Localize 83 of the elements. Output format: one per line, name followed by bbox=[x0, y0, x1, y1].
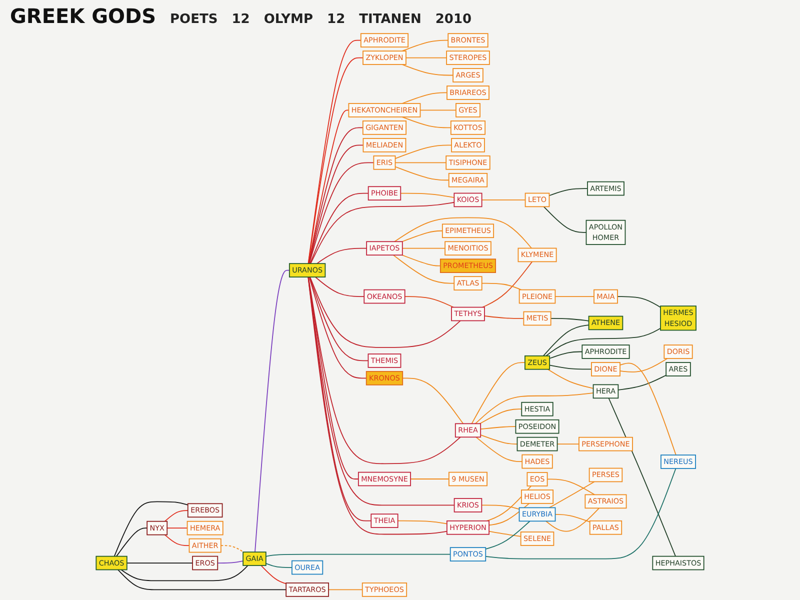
connector bbox=[550, 318, 590, 322]
connector bbox=[308, 276, 455, 506]
connector bbox=[545, 508, 600, 532]
connector bbox=[480, 426, 516, 430]
connector bbox=[164, 510, 188, 522]
label-text: OLYMP bbox=[264, 12, 314, 27]
connector bbox=[482, 261, 533, 308]
connector bbox=[310, 276, 461, 348]
connector bbox=[394, 217, 532, 249]
connector bbox=[118, 569, 287, 590]
connector bbox=[402, 230, 443, 242]
connector bbox=[485, 520, 530, 550]
connector bbox=[394, 166, 450, 181]
connector bbox=[548, 481, 595, 508]
connector bbox=[402, 40, 449, 52]
connector bbox=[620, 358, 668, 372]
connector bbox=[308, 276, 448, 535]
connector bbox=[392, 254, 455, 284]
connector bbox=[549, 351, 583, 359]
connector bbox=[554, 296, 594, 297]
connector bbox=[116, 528, 148, 557]
connector bbox=[114, 501, 188, 557]
connector bbox=[617, 296, 661, 308]
connector bbox=[328, 589, 363, 590]
connector bbox=[316, 248, 368, 264]
connector bbox=[265, 562, 292, 568]
connector bbox=[481, 504, 520, 510]
connector bbox=[474, 392, 594, 424]
connector bbox=[394, 144, 452, 159]
connector bbox=[402, 64, 454, 76]
connector bbox=[548, 188, 588, 196]
connector bbox=[402, 378, 464, 424]
connector bbox=[400, 192, 455, 198]
connector bbox=[546, 328, 661, 356]
label-text: 12 bbox=[327, 12, 346, 27]
connector bbox=[618, 374, 667, 390]
connector bbox=[166, 528, 188, 529]
connector bbox=[310, 202, 455, 264]
connector bbox=[406, 57, 447, 58]
connector bbox=[310, 192, 369, 264]
connector bbox=[420, 110, 456, 111]
connector bbox=[394, 162, 447, 164]
connector bbox=[402, 116, 452, 128]
connector bbox=[265, 554, 451, 557]
connector bbox=[479, 408, 522, 424]
connector bbox=[308, 276, 372, 522]
connector bbox=[480, 434, 518, 444]
connector bbox=[120, 565, 248, 582]
connector bbox=[543, 206, 587, 233]
connector bbox=[554, 514, 590, 522]
connector bbox=[308, 276, 461, 464]
connector bbox=[217, 560, 244, 564]
connector bbox=[471, 362, 526, 424]
connector bbox=[314, 276, 365, 297]
connector bbox=[402, 92, 448, 104]
connector bbox=[542, 324, 590, 356]
connector bbox=[547, 368, 594, 389]
connector bbox=[476, 436, 523, 462]
connector bbox=[402, 248, 446, 249]
connector bbox=[410, 478, 450, 480]
label-text: 12 bbox=[232, 12, 250, 27]
label-text: POETS bbox=[170, 12, 218, 27]
connector bbox=[397, 520, 448, 524]
connector bbox=[481, 282, 522, 290]
label-text: 2010 bbox=[435, 12, 472, 27]
connector bbox=[254, 270, 290, 552]
connector bbox=[608, 398, 676, 557]
connector bbox=[488, 530, 522, 537]
connector bbox=[309, 276, 369, 362]
connector bbox=[126, 562, 193, 564]
connector bbox=[402, 254, 441, 266]
connector bbox=[260, 565, 287, 584]
connector bbox=[549, 364, 592, 370]
title: GREEK GODS bbox=[10, 4, 156, 28]
connector bbox=[164, 534, 190, 546]
connector bbox=[404, 296, 454, 308]
connector bbox=[484, 316, 524, 319]
connector bbox=[620, 362, 676, 456]
connector bbox=[220, 545, 244, 552]
connector bbox=[308, 162, 374, 264]
connector bbox=[546, 478, 596, 496]
label-text: TITANEN bbox=[359, 12, 422, 27]
connector bbox=[308, 276, 367, 379]
